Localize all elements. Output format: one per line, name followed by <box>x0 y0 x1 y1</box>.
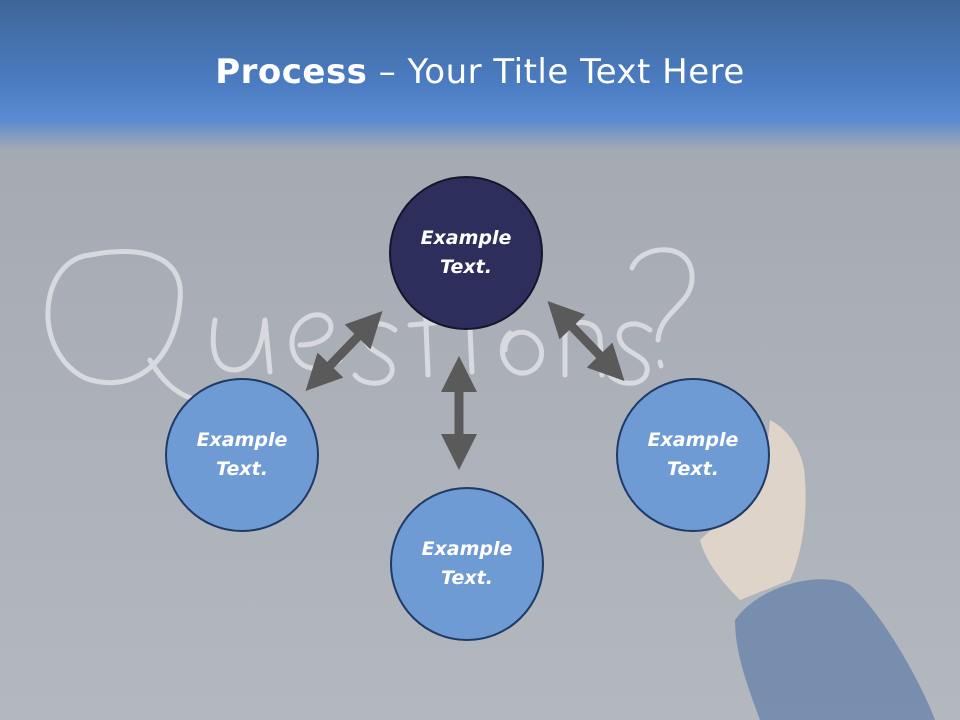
node-left-line2: Text. <box>216 458 268 480</box>
arrow-top-right <box>547 301 625 381</box>
title-bold: Process <box>215 52 368 92</box>
node-bottom-line2: Text. <box>441 567 493 589</box>
title-rest: – Your Title Text Here <box>367 52 745 92</box>
node-top-line1: Example <box>420 227 512 249</box>
node-right-line1: Example <box>647 429 739 451</box>
slide-title: Process – Your Title Text Here <box>0 52 960 92</box>
node-left-line1: Example <box>196 429 288 451</box>
node-right-line2: Text. <box>667 458 719 480</box>
hand-illustration <box>700 420 935 720</box>
arrow-top-left <box>305 311 383 391</box>
title-bar <box>0 0 960 150</box>
node-bottom-line1: Example <box>421 538 513 560</box>
node-top-line2: Text. <box>440 256 492 278</box>
